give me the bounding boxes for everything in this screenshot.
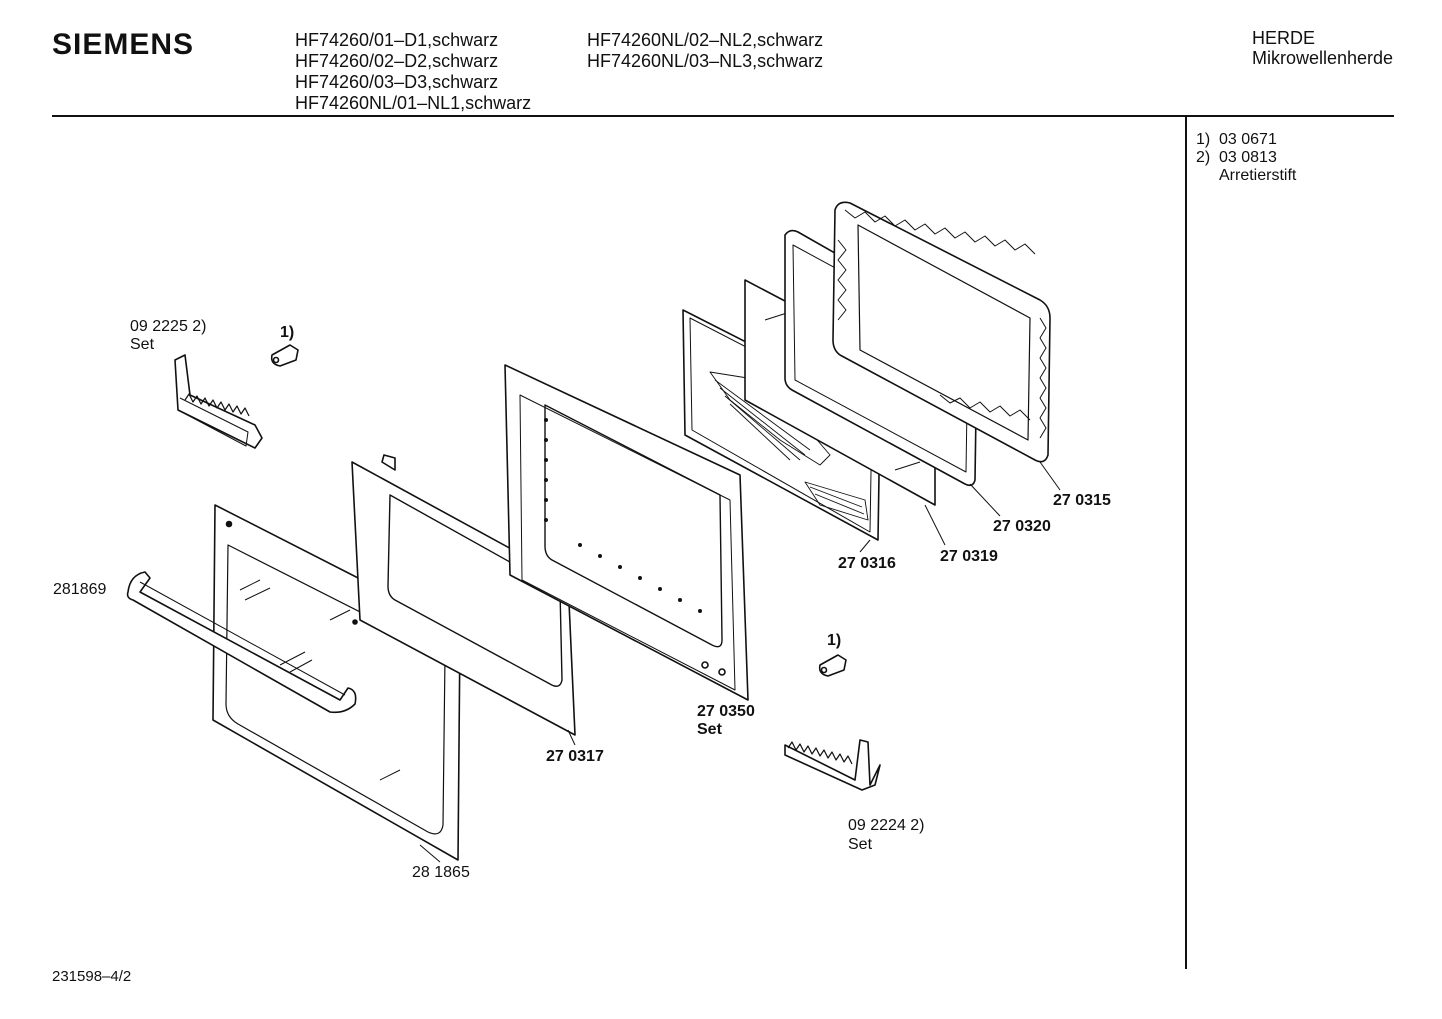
document-number: 231598–4/2 <box>52 968 132 985</box>
right-clip <box>818 654 847 677</box>
label-right-hinge-set: Set <box>848 836 873 853</box>
model-item: HF74260NL/03–NL3,schwarz <box>587 51 824 71</box>
model-list-1: HF74260/01–D1,schwarz HF74260/02–D2,schw… <box>295 30 531 114</box>
model-item: HF74260/03–D3,schwarz <box>295 72 499 92</box>
header-rule <box>52 115 1394 117</box>
label-mesh-panel: 27 0316 <box>838 555 896 572</box>
label-handle: 281869 <box>53 581 107 598</box>
subcategory: Mikrowellenherde <box>1252 48 1394 68</box>
label-seal: 27 0320 <box>993 518 1051 535</box>
label-door-frame-set: Set <box>697 721 722 738</box>
note-value: Arretierstift <box>1219 167 1297 184</box>
side-rule <box>1185 117 1187 969</box>
model-item: HF74260/02–D2,schwarz <box>295 51 499 71</box>
model-item: HF74260NL/02–NL2,schwarz <box>587 30 824 50</box>
right-hinge <box>784 739 881 791</box>
label-right-clip: 1) <box>827 632 842 649</box>
label-outer-glass: 28 1865 <box>412 864 470 881</box>
door-handle <box>126 571 357 714</box>
note-key: 1) <box>1196 131 1211 148</box>
choke-frame <box>832 201 1051 463</box>
exploded-door-diagram <box>126 201 1061 863</box>
label-door-frame: 27 0350 <box>697 703 755 720</box>
leader-lines <box>419 461 1061 863</box>
note-row: 2) 03 0813 <box>1196 149 1296 167</box>
note-key <box>1196 167 1219 185</box>
notes-panel: 1) 03 0671 2) 03 0813 Arretierstift <box>1196 131 1296 185</box>
label-left-hinge-set: Set <box>130 336 155 353</box>
category: HERDE <box>1252 28 1316 48</box>
note-row: Arretierstift <box>1196 167 1296 185</box>
note-value: 03 0671 <box>1219 131 1277 148</box>
label-left-hinge: 09 2225 2) <box>130 318 207 335</box>
category-block: HERDE Mikrowellenherde <box>1252 28 1393 68</box>
label-choke-frame: 27 0315 <box>1053 492 1111 509</box>
door-frame <box>504 364 749 701</box>
model-item: HF74260NL/01–NL1,schwarz <box>295 93 532 113</box>
left-hinge <box>174 354 263 449</box>
label-left-clip: 1) <box>280 324 295 341</box>
model-item: HF74260/01–D1,schwarz <box>295 30 499 50</box>
label-glass-pane: 27 0319 <box>940 548 998 565</box>
note-key: 2) <box>1196 149 1211 166</box>
label-right-hinge: 09 2224 2) <box>848 817 925 834</box>
left-clip <box>270 344 299 367</box>
note-row: 1) 03 0671 <box>1196 131 1296 149</box>
model-list-2: HF74260NL/02–NL2,schwarz HF74260NL/03–NL… <box>587 30 823 72</box>
label-inner-frame: 27 0317 <box>546 748 604 765</box>
note-value: 03 0813 <box>1219 149 1277 166</box>
brand-logo: SIEMENS <box>52 28 195 61</box>
